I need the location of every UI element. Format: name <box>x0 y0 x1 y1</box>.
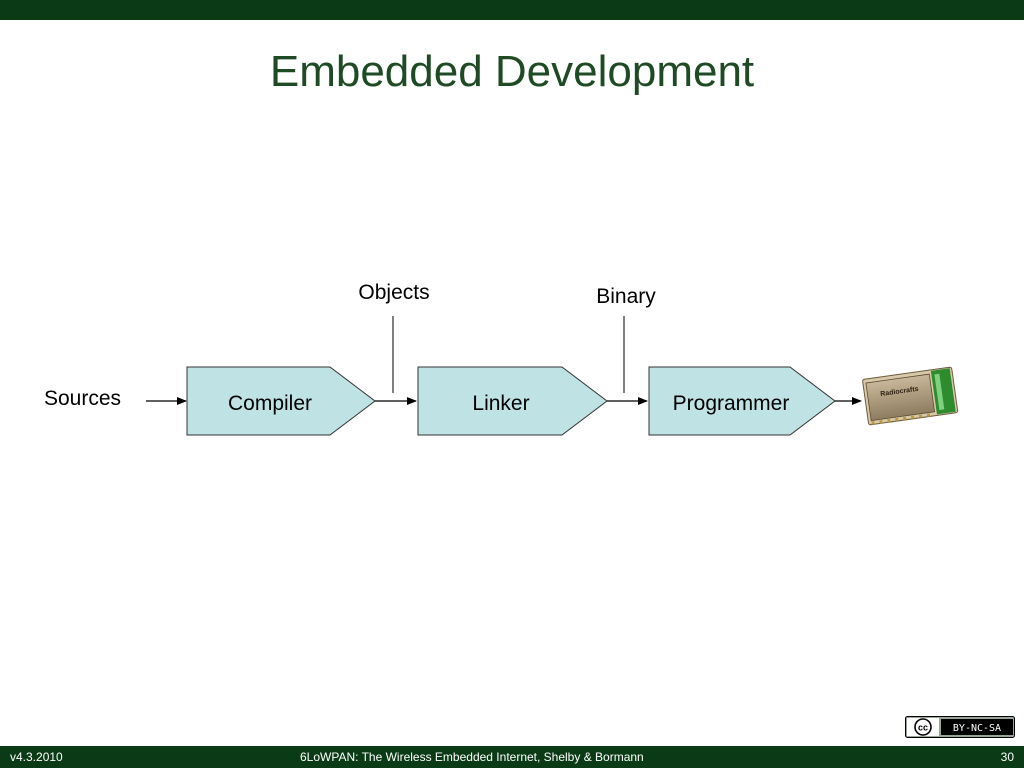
slide-title: Embedded Development <box>269 47 755 96</box>
stage-linker-shape <box>417 366 608 436</box>
radio-module-image: Radiocrafts <box>862 366 959 426</box>
stage-programmer-label: Programmer <box>673 392 790 415</box>
stage-programmer-shape <box>648 366 836 436</box>
top-bar <box>0 0 1024 20</box>
cc-icon-text: cc <box>918 723 928 733</box>
footer-version: v4.3.2010 <box>10 750 63 764</box>
cc-license-badge: cc BY-NC-SA <box>905 716 1015 738</box>
footer-bar: v4.3.2010 6LoWPAN: The Wireless Embedded… <box>0 746 1024 768</box>
binary-label: Binary <box>596 285 656 308</box>
radio-module-pins <box>871 413 931 425</box>
radio-module-antenna-trace <box>934 373 945 411</box>
page-number: 30 <box>1000 750 1014 764</box>
footer-citation: 6LoWPAN: The Wireless Embedded Internet,… <box>300 750 644 764</box>
radio-module-shield <box>865 373 936 422</box>
stage-compiler-shape <box>186 366 376 436</box>
stage-compiler-label: Compiler <box>228 392 312 415</box>
stage-linker: Linker <box>417 366 608 436</box>
cc-icon <box>914 718 932 736</box>
cc-license-text: BY-NC-SA <box>953 723 1001 734</box>
stage-programmer: Programmer <box>648 366 836 436</box>
objects-label: Objects <box>358 281 429 304</box>
stage-compiler: Compiler <box>186 366 376 436</box>
stage-linker-label: Linker <box>472 392 529 415</box>
sources-label: Sources <box>44 387 121 410</box>
